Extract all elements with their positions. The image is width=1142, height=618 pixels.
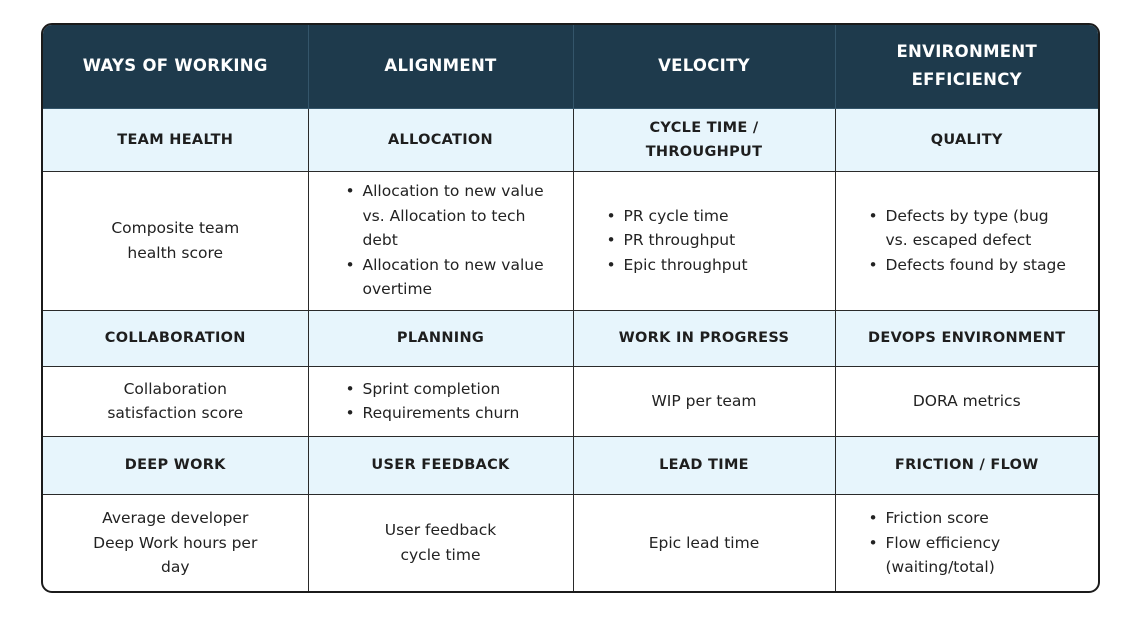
metric-row: Collaboration satisfaction score Sprint … <box>43 365 1098 437</box>
metric-cell: User feedback cycle time <box>307 493 574 591</box>
list-item: Defects found by stage <box>869 253 1075 278</box>
metrics-table: WAYS OF WORKING ALIGNMENT VELOCITY ENVIR… <box>43 25 1098 591</box>
metrics-framework-table: WAYS OF WORKING ALIGNMENT VELOCITY ENVIR… <box>41 23 1100 593</box>
metric-text: Average developer Deep Work hours per da… <box>93 509 258 576</box>
subheader-work-in-progress: WORK IN PROGRESS <box>572 309 836 367</box>
column-header-velocity: VELOCITY <box>572 25 836 109</box>
list-item: Friction score <box>869 506 1075 531</box>
list-item: PR cycle time <box>607 204 821 229</box>
metric-cell: PR cycle time PR throughput Epic through… <box>572 170 836 311</box>
metric-cell: WIP per team <box>572 365 836 437</box>
subheader-planning: PLANNING <box>307 309 574 367</box>
column-header-ways-of-working: WAYS OF WORKING <box>43 25 309 109</box>
metric-text: User feedback cycle time <box>384 521 497 564</box>
subheader-row: DEEP WORK USER FEEDBACK LEAD TIME FRICTI… <box>43 435 1098 495</box>
list-item: PR throughput <box>607 228 821 253</box>
metric-cell: Collaboration satisfaction score <box>43 365 309 437</box>
column-header-environment-efficiency: ENVIRONMENT EFFICIENCY <box>834 25 1098 109</box>
column-header-alignment: ALIGNMENT <box>307 25 574 109</box>
metric-cell: Defects by type (bug vs. escaped defect … <box>834 170 1098 311</box>
subheader-quality: QUALITY <box>834 107 1098 172</box>
subheader-cycle-time-throughput: CYCLE TIME / THROUGHPUT <box>572 107 836 172</box>
subheader-team-health: TEAM HEALTH <box>43 107 309 172</box>
metric-list: Allocation to new value vs. Allocation t… <box>333 179 551 302</box>
subheader-allocation: ALLOCATION <box>307 107 574 172</box>
metric-text: WIP per team <box>651 391 757 410</box>
subheader-collaboration: COLLABORATION <box>43 309 309 367</box>
subheader-row: COLLABORATION PLANNING WORK IN PROGRESS … <box>43 309 1098 367</box>
metric-cell: Allocation to new value vs. Allocation t… <box>307 170 574 311</box>
metric-cell: Sprint completion Requirements churn <box>307 365 574 437</box>
list-item: Allocation to new value overtime <box>346 253 551 302</box>
column-header-row: WAYS OF WORKING ALIGNMENT VELOCITY ENVIR… <box>43 25 1098 109</box>
list-item: Flow efficiency (waiting/total) <box>869 531 1075 580</box>
list-item: Epic throughput <box>607 253 821 278</box>
metric-cell: Composite team health score <box>43 170 309 311</box>
metric-cell: Epic lead time <box>572 493 836 591</box>
metric-list: Friction score Flow efficiency (waiting/… <box>856 506 1075 580</box>
subheader-lead-time: LEAD TIME <box>572 435 836 495</box>
list-item: Defects by type (bug vs. escaped defect <box>869 204 1075 253</box>
subheader-row: TEAM HEALTH ALLOCATION CYCLE TIME / THRO… <box>43 107 1098 172</box>
list-item: Requirements churn <box>346 401 559 426</box>
metric-list: PR cycle time PR throughput Epic through… <box>594 204 821 278</box>
list-item: Allocation to new value vs. Allocation t… <box>346 179 551 253</box>
metric-cell: Friction score Flow efficiency (waiting/… <box>834 493 1098 591</box>
metric-list: Defects by type (bug vs. escaped defect … <box>856 204 1075 278</box>
metric-text: Collaboration satisfaction score <box>107 379 244 423</box>
subheader-user-feedback: USER FEEDBACK <box>307 435 574 495</box>
metric-row: Average developer Deep Work hours per da… <box>43 493 1098 591</box>
subheader-devops-environment: DEVOPS ENVIRONMENT <box>834 309 1098 367</box>
metric-row: Composite team health score Allocation t… <box>43 170 1098 311</box>
metric-text: Composite team health score <box>111 219 240 262</box>
metric-cell: Average developer Deep Work hours per da… <box>43 493 309 591</box>
metric-list: Sprint completion Requirements churn <box>333 377 559 426</box>
metric-text: DORA metrics <box>912 391 1021 410</box>
subheader-deep-work: DEEP WORK <box>43 435 309 495</box>
metric-text: Epic lead time <box>648 533 760 552</box>
list-item: Sprint completion <box>346 377 559 402</box>
metric-cell: DORA metrics <box>834 365 1098 437</box>
subheader-friction-flow: FRICTION / FLOW <box>834 435 1098 495</box>
